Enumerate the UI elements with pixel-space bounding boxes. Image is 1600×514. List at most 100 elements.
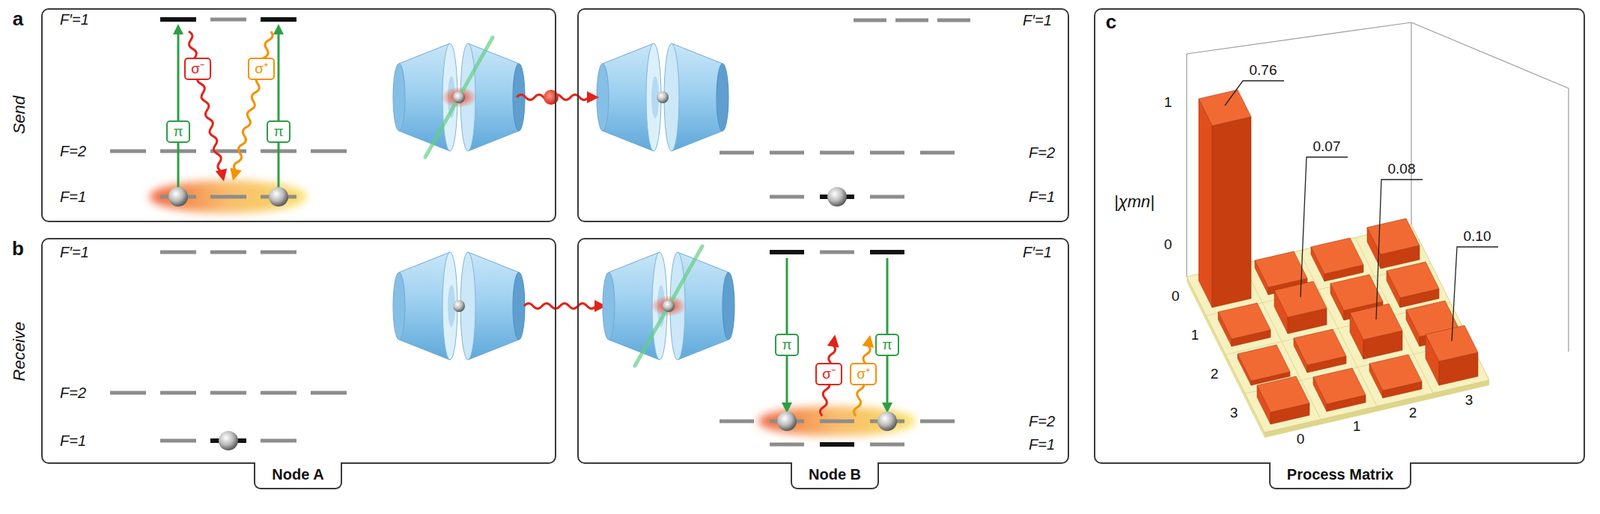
- axis-tick: 3: [1465, 392, 1474, 409]
- level-dash: [160, 250, 197, 255]
- transition-label: σ⁺: [856, 366, 871, 384]
- level-dash: [210, 17, 247, 22]
- level-label: F′=1: [59, 244, 90, 262]
- box-edge: [1567, 88, 1569, 352]
- level-dash: [937, 18, 971, 23]
- level-dash: [719, 420, 754, 424]
- level-dash: [819, 250, 855, 255]
- row-title: Send: [9, 95, 29, 135]
- transition-label-box: σ⁻: [184, 57, 212, 81]
- optical-cavity: [393, 252, 525, 361]
- level-label: F=2: [59, 384, 87, 403]
- level-label: F=2: [1028, 144, 1055, 162]
- level-dash: [769, 443, 805, 447]
- leader-line: [1451, 247, 1499, 342]
- transition-label: π: [172, 123, 184, 141]
- matrix-bar: [1386, 262, 1440, 308]
- cavity-field: [440, 86, 477, 108]
- cavity-field: [650, 295, 687, 317]
- axis-tick: 1: [1191, 327, 1200, 344]
- transition-label-box: σ⁺: [247, 57, 275, 81]
- axis-tick: 0: [1171, 288, 1180, 305]
- transition-label-box: π: [166, 120, 191, 144]
- send-node-b: [596, 20, 971, 207]
- arrow-head: [172, 23, 184, 35]
- atom: [268, 187, 289, 207]
- level-dash: [160, 439, 197, 444]
- transition-label: σ⁺: [254, 60, 269, 78]
- node-panel: F′=1F=2F=1: [41, 238, 557, 465]
- process-matrix-plot: [1186, 22, 1569, 438]
- level-dash: [210, 195, 247, 200]
- transition-label: π: [781, 336, 793, 355]
- box-edge: [1411, 22, 1569, 89]
- transition-label: π: [881, 336, 893, 355]
- arrow-head: [881, 402, 893, 414]
- level-dash: [870, 195, 905, 200]
- axis-tick: 0: [1296, 431, 1306, 448]
- level-dash: [210, 391, 247, 396]
- incoming-photon: [524, 300, 607, 313]
- level-dash: [870, 443, 905, 447]
- level-label: F=1: [1028, 436, 1055, 454]
- panel-letter: a: [12, 8, 24, 31]
- transition-label: σ⁻: [822, 366, 836, 384]
- node-panel: F′=1F=2F=1πσ⁻σ⁺π: [577, 238, 1070, 465]
- arrow-head: [226, 167, 242, 182]
- level-dash: [210, 250, 247, 255]
- value-label: 0.08: [1388, 160, 1416, 178]
- pi-arrow: [177, 32, 180, 189]
- level-dash: [853, 18, 887, 23]
- level-dash: [310, 149, 347, 154]
- leader-line: [1376, 179, 1423, 320]
- value-label: 0.10: [1463, 228, 1492, 245]
- node-panel: |χmn|: [1093, 8, 1586, 465]
- leader-line: [1224, 80, 1285, 106]
- tab-label: Process Matrix: [1287, 466, 1394, 484]
- panel-letter: b: [11, 238, 24, 261]
- receive-node-a: [110, 252, 525, 451]
- tab-label: Node B: [808, 466, 862, 484]
- level-dash: [819, 442, 855, 447]
- level-label: F=2: [59, 143, 87, 161]
- matrix-bar: [1237, 345, 1291, 386]
- level-label: F′=1: [1022, 244, 1052, 262]
- level-dash: [920, 420, 955, 424]
- level-label: F′=1: [59, 11, 90, 29]
- leader-line: [1300, 157, 1348, 298]
- arrow-head: [827, 333, 841, 348]
- pi-arrow: [277, 32, 281, 189]
- level-dash: [920, 151, 955, 155]
- pi-arrow: [886, 258, 889, 405]
- atom-glow: [149, 180, 307, 214]
- level-label: F=1: [59, 432, 87, 450]
- level-lines: [110, 19, 347, 197]
- level-dash: [110, 149, 146, 154]
- value-leaders: [1224, 80, 1499, 342]
- level-dash: [110, 391, 146, 396]
- axis-tick: 0: [1164, 236, 1173, 254]
- photon-wave: [186, 30, 225, 173]
- atom: [168, 187, 188, 207]
- receive-node-b: [524, 246, 955, 445]
- laser-beam: [425, 37, 493, 158]
- level-dash: [260, 250, 297, 255]
- level-dash: [260, 17, 297, 22]
- transition-label-box: π: [774, 333, 799, 358]
- axis-tick: 2: [1210, 366, 1219, 383]
- arrow-head: [861, 333, 876, 349]
- level-dash: [819, 151, 855, 155]
- level-label: F′=1: [1022, 11, 1052, 30]
- transition-label-box: σ⁻: [815, 363, 843, 387]
- atom: [662, 300, 675, 313]
- atom: [218, 431, 239, 451]
- transition-label-box: σ⁺: [849, 363, 877, 387]
- arrow-head: [273, 23, 284, 35]
- level-dash: [719, 151, 754, 155]
- panel-letter: c: [1105, 11, 1117, 34]
- level-dash: [895, 18, 929, 23]
- box-edge: [1186, 22, 1412, 54]
- pi-arrow: [786, 258, 789, 405]
- tab-label: Node A: [271, 466, 324, 484]
